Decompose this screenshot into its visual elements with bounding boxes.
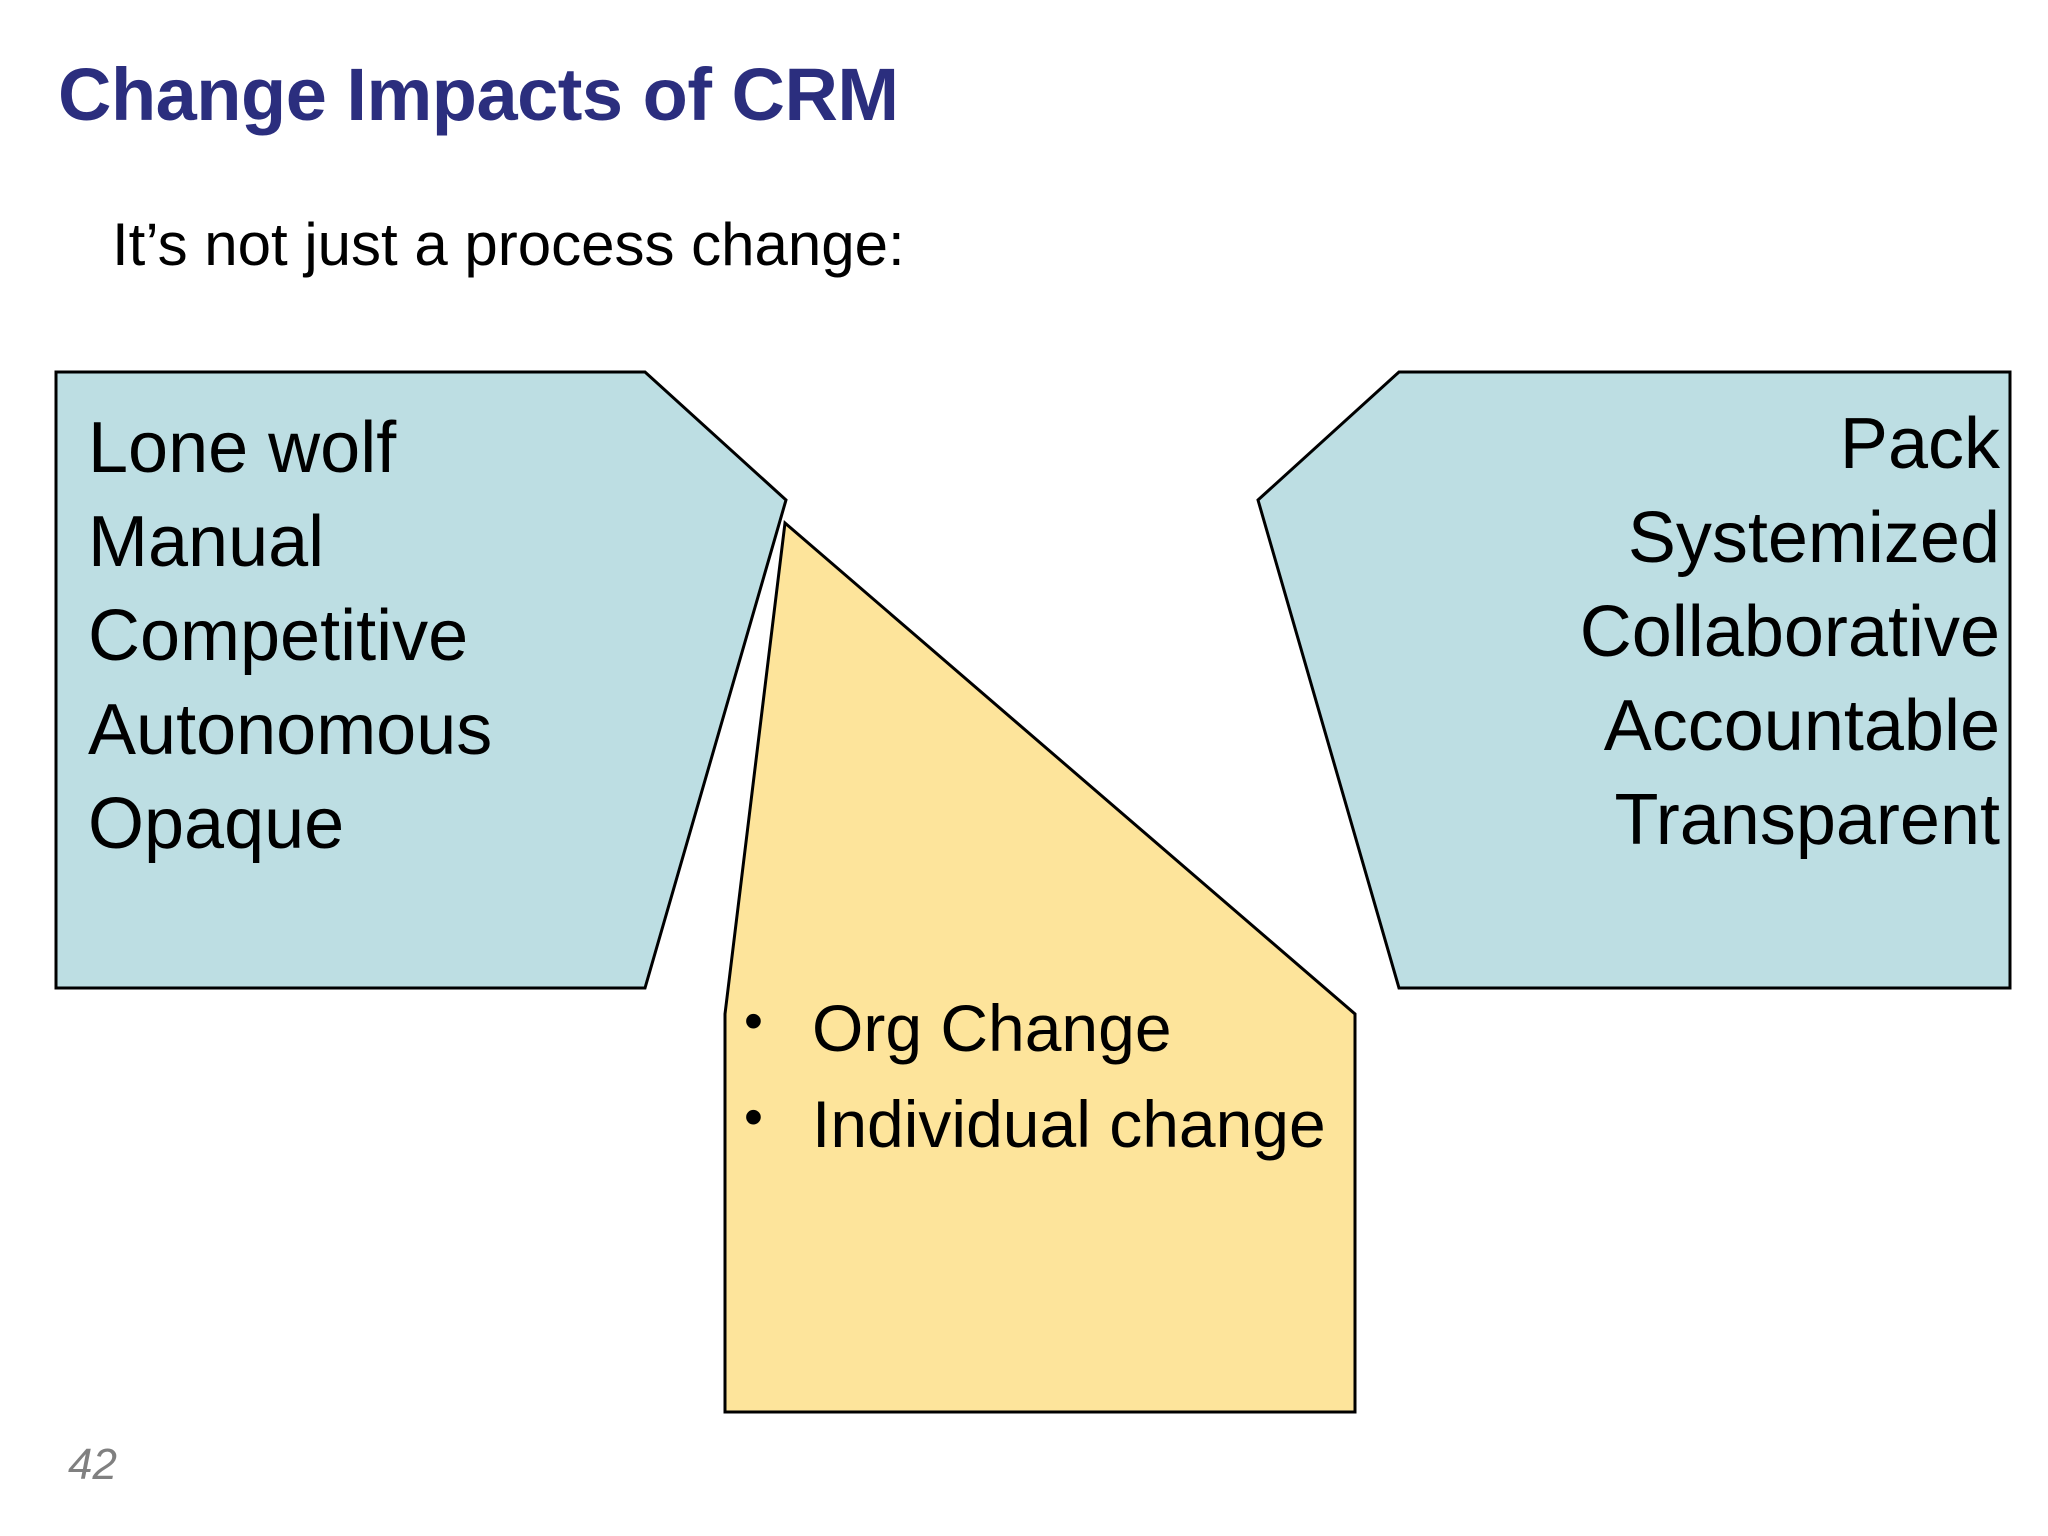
left-item-2: Competitive (88, 596, 469, 676)
right-item-4: Transparent (1614, 780, 2000, 860)
right-item-3: Accountable (1603, 686, 2000, 766)
right-item-0: Pack (1839, 404, 2000, 484)
left-item-3: Autonomous (88, 690, 493, 770)
page-title: Change Impacts of CRM (58, 53, 899, 136)
list-item: • Org Change (744, 990, 1344, 1068)
left-item-4: Opaque (88, 784, 345, 864)
left-chevron-text-block: Lone wolf Manual Competitive Autonomous … (88, 412, 688, 882)
left-item-1: Manual (88, 502, 325, 582)
center-item-0: Org Change (812, 991, 1172, 1065)
page-number: 42 (68, 1440, 117, 1489)
slide-subtitle: It’s not just a process change: (112, 211, 905, 278)
right-chevron-text-block: Pack Systemized Collaborative Accountabl… (1340, 408, 2000, 878)
right-chevron-shape[interactable] (1256, 370, 2012, 990)
left-chevron-shape[interactable] (54, 370, 788, 990)
right-item-1: Systemized (1627, 498, 2000, 578)
bullet-icon: • (744, 991, 763, 1051)
center-pentagon-shape[interactable] (723, 520, 1357, 1414)
left-item-0: Lone wolf (88, 408, 397, 488)
center-item-1: Individual change (812, 1086, 1326, 1161)
list-item: • Individual change (744, 1086, 1344, 1164)
bullet-icon: • (744, 1086, 763, 1147)
right-item-2: Collaborative (1579, 592, 2000, 672)
center-pentagon-text-block: • Org Change • Individual change (744, 990, 1344, 1182)
